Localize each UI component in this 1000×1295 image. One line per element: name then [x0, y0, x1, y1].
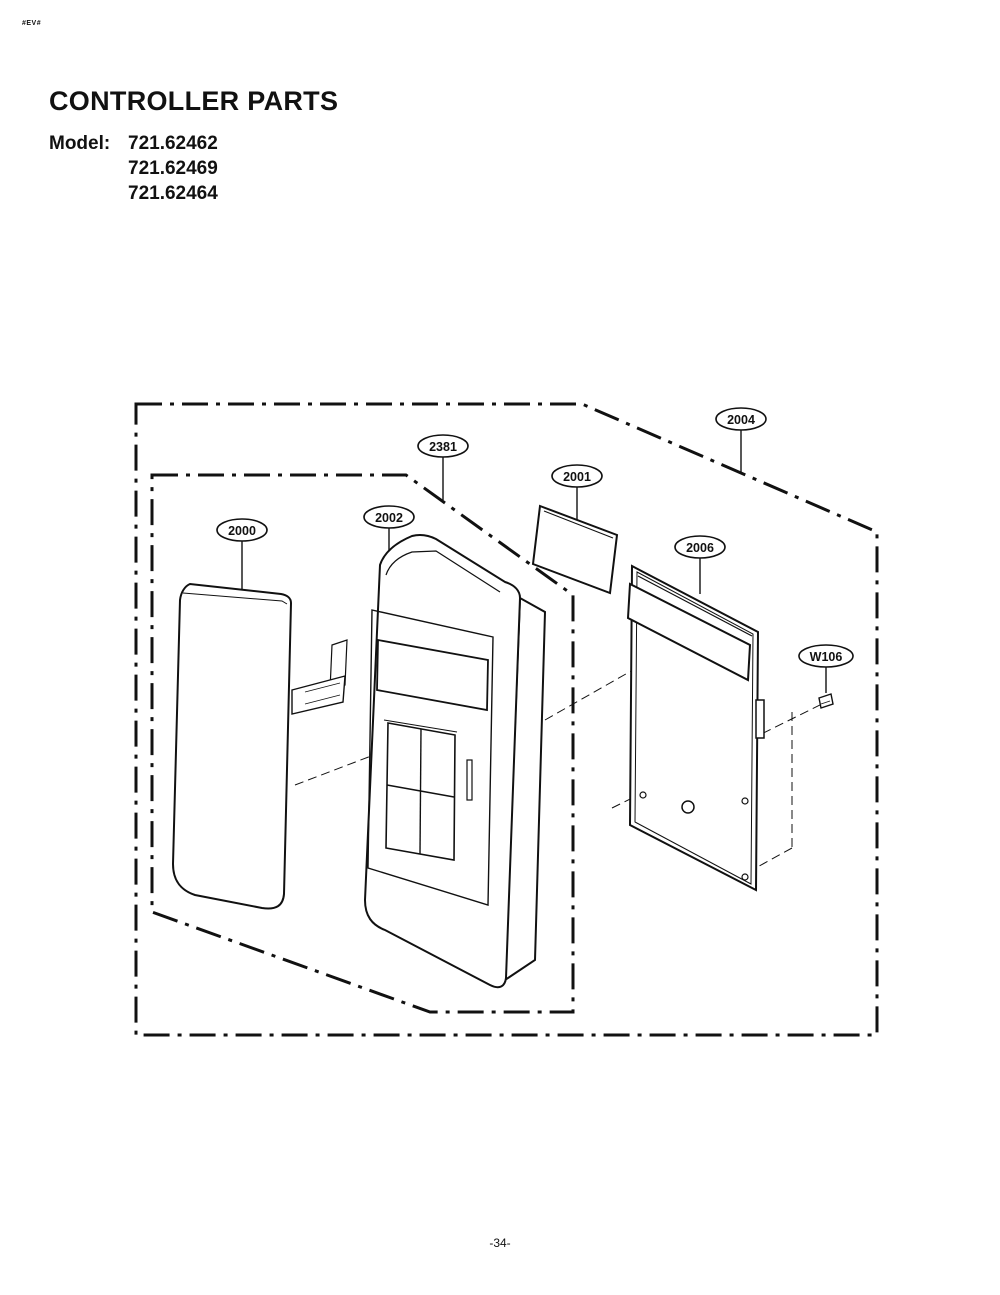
callout-2004-label: 2004 [727, 413, 755, 427]
callout-2002-oval [363, 505, 415, 529]
model-number: 721.62464 [128, 183, 218, 204]
model-number: 721.62469 [128, 158, 218, 179]
model-row: 721.62464 [49, 181, 218, 206]
callout-2001-label: 2001 [563, 470, 591, 484]
part-2006-pcb [626, 564, 765, 892]
model-label: Model: [49, 133, 111, 154]
part-2001-window [531, 504, 619, 595]
model-row: 721.62469 [49, 156, 218, 181]
callout-2002-label: 2002 [375, 511, 403, 525]
callout-2006-oval [674, 535, 726, 559]
callout-2006-label: 2006 [686, 541, 714, 555]
callout-2381-oval [417, 434, 469, 458]
callout-2001-oval [551, 464, 603, 488]
document-code: #EV# [22, 20, 42, 27]
model-list: Model: 721.62462 721.62469 721.62464 [49, 131, 218, 206]
callout-w106-oval [798, 644, 854, 668]
callout-2000-label: 2000 [228, 524, 256, 538]
page-number: -34- [489, 1236, 511, 1250]
part-2002-control-panel [363, 534, 547, 989]
assembly-boundary-2381 [150, 473, 575, 1014]
callout-2000-oval [216, 518, 268, 542]
assembly-boundary-2004 [134, 402, 879, 1037]
callout-w106-label: W106 [810, 650, 843, 664]
callout-2004-oval [715, 407, 767, 431]
part-w106-screw [818, 693, 834, 709]
page-title: CONTROLLER PARTS [49, 86, 339, 116]
part-2000-touch-cover [171, 582, 348, 910]
model-number: 721.62462 [128, 133, 218, 154]
model-row: Model: 721.62462 [49, 131, 218, 156]
callout-2381-label: 2381 [429, 440, 457, 454]
